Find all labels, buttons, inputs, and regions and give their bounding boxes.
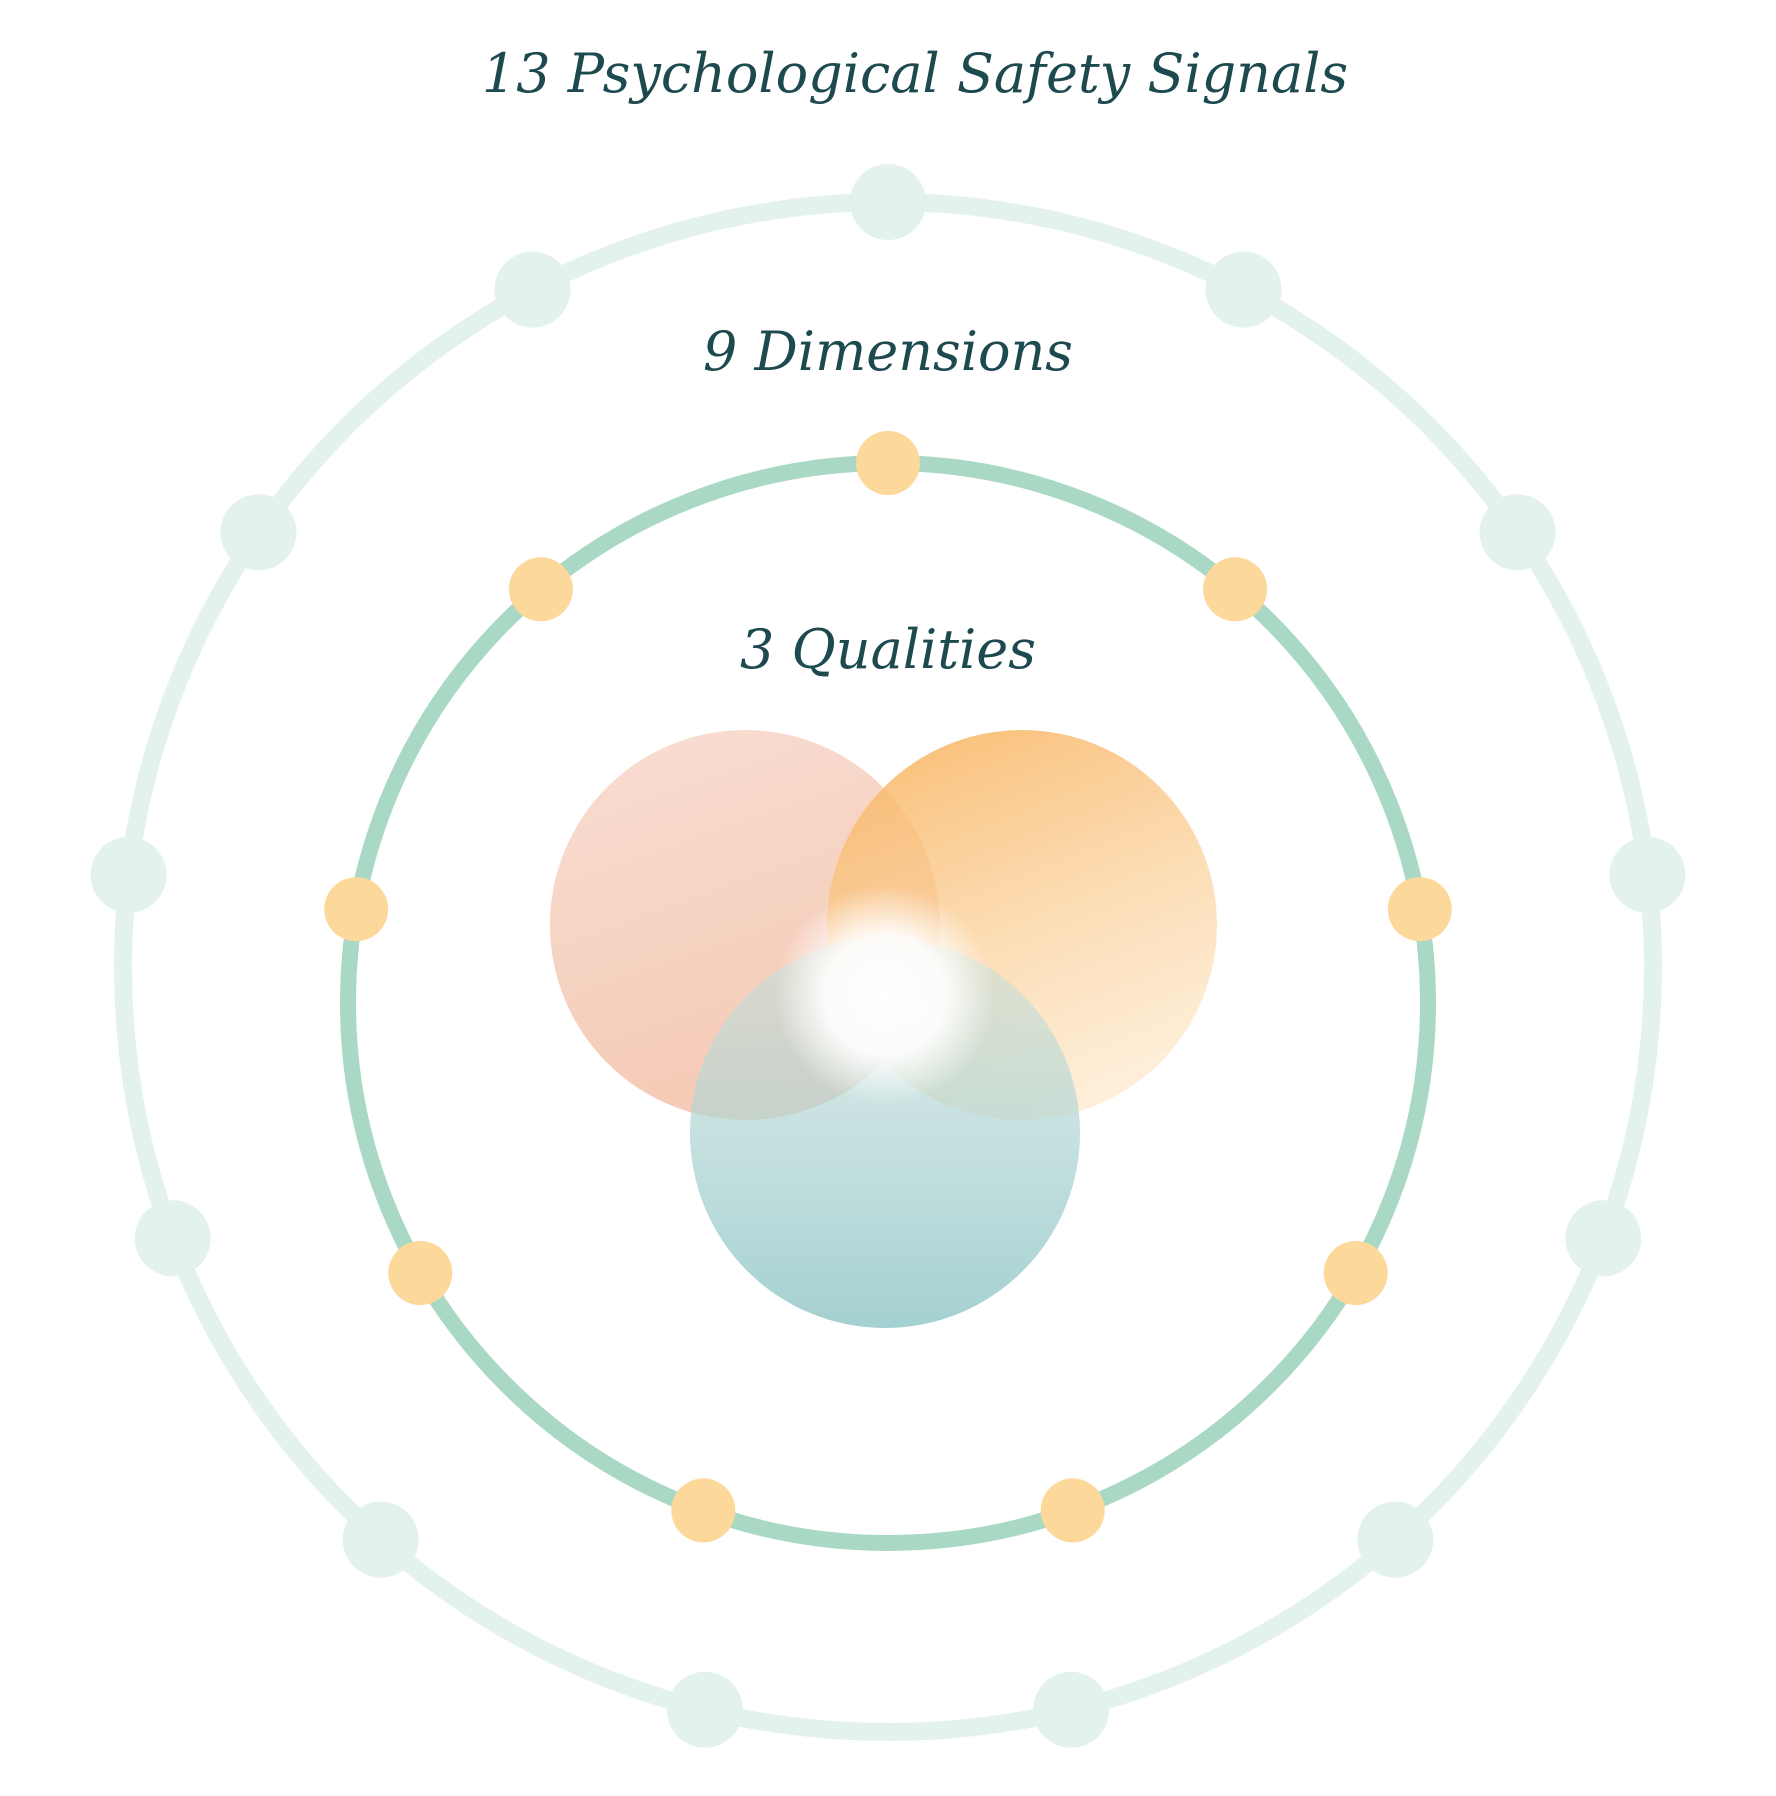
middle-ring-node-4 [1323,1241,1388,1305]
middle-ring-node-1 [856,431,920,495]
outer-ring-node-7 [1033,1671,1110,1748]
outer-ring-node-9 [342,1501,419,1578]
outer-ring-node-3 [1479,494,1556,571]
outer-ring-node-2 [1205,251,1282,328]
outer-ring-node-5 [1565,1200,1642,1277]
outer-ring-node-6 [1357,1501,1434,1578]
middle-ring-node-6 [671,1478,736,1543]
outer-ring-node-10 [134,1200,211,1277]
middle-ring-node-9 [508,557,573,622]
outer-ring-label: 13 Psychological Safety Signals [482,42,1348,105]
middle-ring-node-2 [1203,557,1268,622]
middle-ring-group [324,431,1452,1551]
outer-ring-group [90,164,1686,1748]
outer-ring-node-4 [1609,836,1686,913]
quality-overlap-center [775,885,995,1105]
middle-ring-node-8 [324,877,389,942]
middle-ring-node-3 [1387,877,1452,942]
middle-ring-node-7 [388,1241,453,1305]
outer-ring-node-1 [850,164,926,240]
outer-ring-node-8 [666,1671,743,1748]
middle-ring-label: 9 Dimensions [703,320,1073,383]
qualities-venn [550,730,1217,1328]
outer-ring-node-13 [494,251,571,328]
middle-ring-nodes [324,431,1452,1543]
outer-ring-node-11 [90,836,167,913]
outer-ring-node-12 [220,494,297,571]
middle-ring-node-5 [1040,1478,1105,1543]
inner-label: 3 Qualities [740,618,1036,681]
outer-ring-nodes [90,164,1686,1748]
